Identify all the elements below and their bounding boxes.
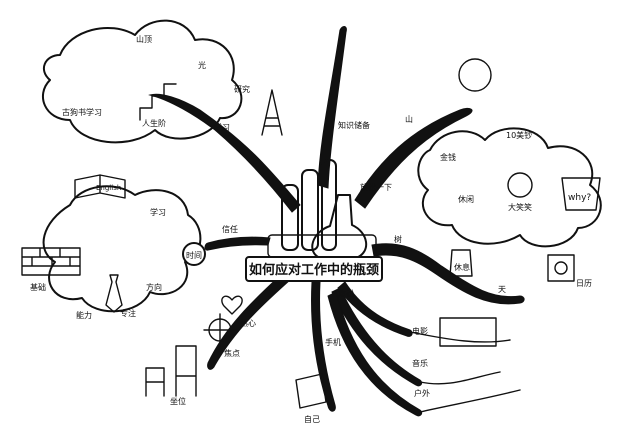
central-topic-box [245, 256, 383, 282]
label-sky: 天 [498, 285, 506, 294]
factory-chimney-2 [301, 169, 319, 251]
branch-lower-left [207, 271, 291, 370]
picture-frame-icon [295, 373, 327, 409]
factory-illustration [267, 159, 377, 259]
chair-icon-2 [175, 345, 197, 397]
label-chair: 坐位 [170, 396, 186, 406]
label-mountain-peak: 山顶 [136, 34, 152, 44]
cable-line-2 [419, 371, 501, 385]
branch-upper-right [354, 107, 473, 209]
label-look-up: 休闲 [458, 194, 474, 204]
central-topic-label: 如何应对工作中的瓶颈 [249, 262, 379, 278]
central-topic: 如何应对工作中的瓶颈 [245, 256, 383, 282]
radio-tower-icon [261, 89, 283, 136]
speaker-icon [547, 254, 575, 282]
label-light: 光 [198, 60, 206, 70]
label-big-smile: 大笑笑 [508, 202, 532, 212]
branch-upper-left [148, 93, 301, 213]
label-research: 研究 [234, 84, 250, 94]
cloud-shapes [41, 19, 602, 313]
brick-wall-icon [21, 247, 81, 276]
stairs-icon [139, 83, 177, 121]
label-skill: 能力 [76, 310, 92, 320]
factory-flask [311, 194, 367, 259]
branch-lower-right-3 [327, 291, 423, 417]
cable-line-1 [409, 331, 511, 343]
branch-down [311, 281, 336, 412]
time-badge: 时间 [182, 242, 206, 266]
label-relax: 放松 [338, 288, 354, 298]
label-music: 音乐 [412, 358, 428, 368]
chair-icon-1 [145, 367, 165, 397]
label-thinking: 专注 [120, 308, 136, 318]
cloud-upper-left [41, 19, 243, 144]
sketches [21, 58, 601, 413]
main-branches [148, 26, 525, 417]
branch-lower-right [337, 281, 413, 337]
label-why: why? [568, 193, 591, 203]
label-movie: 电影 [412, 326, 428, 336]
label-learning: 学习 [150, 207, 166, 217]
label-job-ladder: 人生阶 [142, 118, 166, 128]
label-english: English [96, 184, 121, 192]
label-think-leisure: 放松一下 [360, 182, 392, 192]
cloud-right [417, 127, 602, 248]
label-planning: 方向 [146, 282, 162, 292]
film-screen-icon [439, 317, 497, 347]
why-cup-icon [561, 177, 601, 211]
label-basics: 基础 [30, 282, 46, 292]
tree-stump-icon [449, 249, 473, 277]
branch-left [204, 236, 271, 251]
branch-upper [317, 26, 347, 189]
label-work-flow: 知识储备 [338, 120, 370, 130]
book-icon [74, 174, 126, 199]
branch-lower-right-2 [331, 287, 423, 387]
label-fix-point: 焦点 [224, 348, 240, 358]
heart-icon [221, 295, 243, 315]
label-ten-k: 10美钞 [506, 130, 532, 140]
face-top-right-icon [458, 58, 492, 92]
label-mobile: 手机 [325, 337, 341, 347]
label-self: 自己 [304, 414, 320, 424]
label-cut-tree: 休息 [454, 262, 470, 272]
label-gold-dust: 古狗书学习 [62, 107, 102, 117]
time-badge-label: 时间 [186, 250, 202, 260]
time-badge-circle [182, 242, 206, 266]
branch-labels: 山顶 光 研究 古狗书学习 人生阶 学习 English 学习 基础 能力 专注… [30, 34, 592, 424]
label-outdoor: 户外 [414, 388, 430, 398]
label-hill: 山 [405, 114, 413, 124]
label-study: 学习 [214, 122, 230, 132]
tie-icon [105, 274, 123, 313]
crosshair-icon [203, 313, 237, 347]
label-calendar: 日历 [576, 279, 592, 288]
cable-line-3 [419, 389, 521, 413]
label-gold: 金钱 [440, 152, 456, 162]
cloud-left [42, 185, 202, 313]
label-heart: 热心 [240, 318, 256, 328]
label-trust: 信任 [222, 224, 238, 234]
factory-chimney-1 [281, 184, 299, 251]
branch-right [371, 243, 525, 305]
smile-face-icon [507, 172, 533, 198]
label-tree: 树 [394, 234, 402, 244]
